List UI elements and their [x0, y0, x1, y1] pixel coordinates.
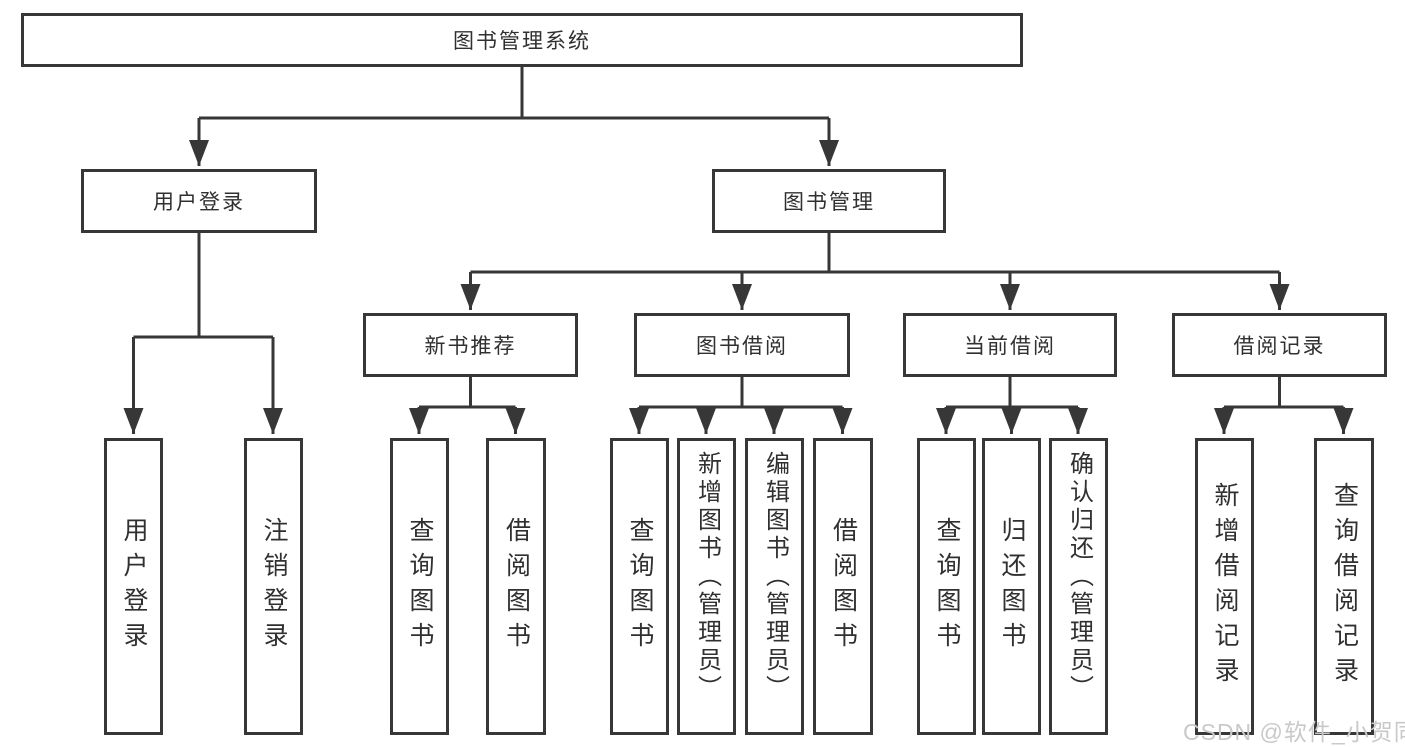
- leaf-bb-edit-books-admin-label: 编辑图书（管理员）: [761, 451, 789, 703]
- node-book-management-label: 图书管理: [783, 191, 875, 214]
- node-root: 图书管理系统: [21, 13, 1023, 67]
- leaf-nb-borrow-books-label: 借阅图书: [502, 516, 531, 657]
- node-book-borrow-label: 图书借阅: [696, 335, 788, 358]
- leaf-bb-borrow-books: 借阅图书: [813, 438, 873, 735]
- leaf-cb-return-books-label: 归还图书: [998, 516, 1026, 657]
- node-root-label: 图书管理系统: [453, 30, 591, 53]
- node-new-book-recommend-label: 新书推荐: [424, 335, 517, 358]
- leaf-bb-edit-books-admin: 编辑图书（管理员）: [745, 438, 804, 735]
- node-current-borrow-label: 当前借阅: [964, 335, 1056, 358]
- watermark: CSDN @软件_小贺同学: [1183, 719, 1405, 745]
- leaf-bb-borrow-books-label: 借阅图书: [829, 516, 858, 657]
- leaf-bb-add-books-admin-label: 新增图书（管理员）: [693, 451, 721, 703]
- node-new-book-recommend: 新书推荐: [363, 313, 578, 377]
- leaf-logout-label: 注销登录: [260, 516, 288, 657]
- leaf-bb-query-books: 查询图书: [610, 438, 669, 735]
- leaf-logout: 注销登录: [244, 438, 303, 735]
- leaf-nb-query-books-label: 查询图书: [406, 516, 434, 657]
- leaf-br-add-borrow-record-label: 新增借阅记录: [1211, 481, 1239, 692]
- node-user-login-label: 用户登录: [153, 191, 245, 214]
- leaf-user-login-label: 用户登录: [120, 516, 148, 657]
- leaf-br-query-borrow-record: 查询借阅记录: [1314, 438, 1374, 735]
- leaf-br-add-borrow-record: 新增借阅记录: [1195, 438, 1254, 735]
- leaf-cb-confirm-return-admin-label: 确认归还（管理员）: [1065, 451, 1093, 703]
- leaf-nb-borrow-books: 借阅图书: [486, 438, 546, 735]
- leaf-bb-query-books-label: 查询图书: [626, 516, 654, 657]
- node-borrow-records-label: 借阅记录: [1233, 335, 1326, 358]
- node-book-borrow: 图书借阅: [634, 313, 850, 377]
- node-current-borrow: 当前借阅: [903, 313, 1117, 377]
- node-borrow-records: 借阅记录: [1172, 313, 1387, 377]
- leaf-nb-query-books: 查询图书: [390, 438, 449, 735]
- node-book-management: 图书管理: [712, 169, 946, 233]
- leaf-user-login: 用户登录: [104, 438, 163, 735]
- leaf-cb-confirm-return-admin: 确认归还（管理员）: [1049, 438, 1108, 735]
- leaf-cb-query-books-label: 查询图书: [933, 516, 961, 657]
- leaf-bb-add-books-admin: 新增图书（管理员）: [677, 438, 736, 735]
- leaf-br-query-borrow-record-label: 查询借阅记录: [1330, 481, 1359, 692]
- leaf-cb-query-books: 查询图书: [917, 438, 976, 735]
- leaf-cb-return-books: 归还图书: [982, 438, 1041, 735]
- node-user-login: 用户登录: [81, 169, 317, 233]
